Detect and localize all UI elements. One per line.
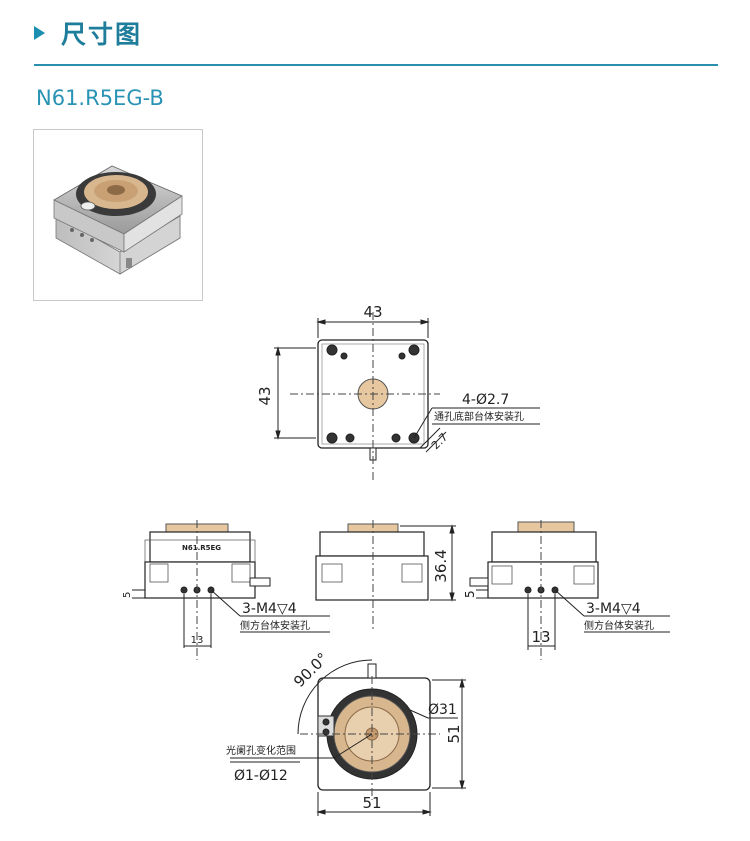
header-divider	[34, 64, 718, 66]
right-spacing-dim: 13	[531, 628, 550, 646]
top-hole-callout: 4-Ø2.7	[462, 392, 509, 408]
product-photo	[33, 129, 203, 301]
bottom-aperture-dim: Ø31	[428, 702, 457, 718]
top-hole-note: 通孔底部台体安装孔	[434, 410, 524, 423]
front-height-dim: 36.4	[432, 549, 450, 582]
section-title: 尺寸图	[61, 20, 143, 49]
section-header: 尺寸图	[34, 14, 142, 52]
bottom-width-dim: 51	[362, 794, 381, 812]
right-thread-note: 侧方台体安装孔	[584, 619, 654, 632]
top-chamfer-dim: 2.7	[429, 431, 451, 453]
left-offset-dim: 5	[122, 592, 133, 598]
iris-range: Ø1-Ø12	[234, 768, 288, 784]
triangle-bullet-icon	[34, 26, 45, 40]
left-view	[132, 520, 330, 660]
model-number: N61.R5EG-B	[36, 86, 164, 110]
right-offset-dim: 5	[463, 590, 477, 598]
top-height-dim: 43	[256, 386, 274, 405]
top-view	[274, 312, 540, 482]
front-view	[315, 520, 456, 630]
right-view	[469, 520, 670, 660]
left-thread-callout: 3-M4▽4	[242, 601, 297, 617]
right-thread-callout: 3-M4▽4	[586, 601, 641, 617]
left-spacing-dim: 13	[191, 635, 204, 646]
bottom-view	[230, 659, 466, 816]
iris-label: 光阑孔变化范围	[226, 744, 296, 757]
top-width-dim: 43	[363, 303, 382, 321]
left-logo-text: N61.R5EG	[182, 544, 221, 552]
bottom-height-dim: 51	[445, 724, 463, 743]
left-thread-note: 侧方台体安装孔	[240, 619, 310, 632]
